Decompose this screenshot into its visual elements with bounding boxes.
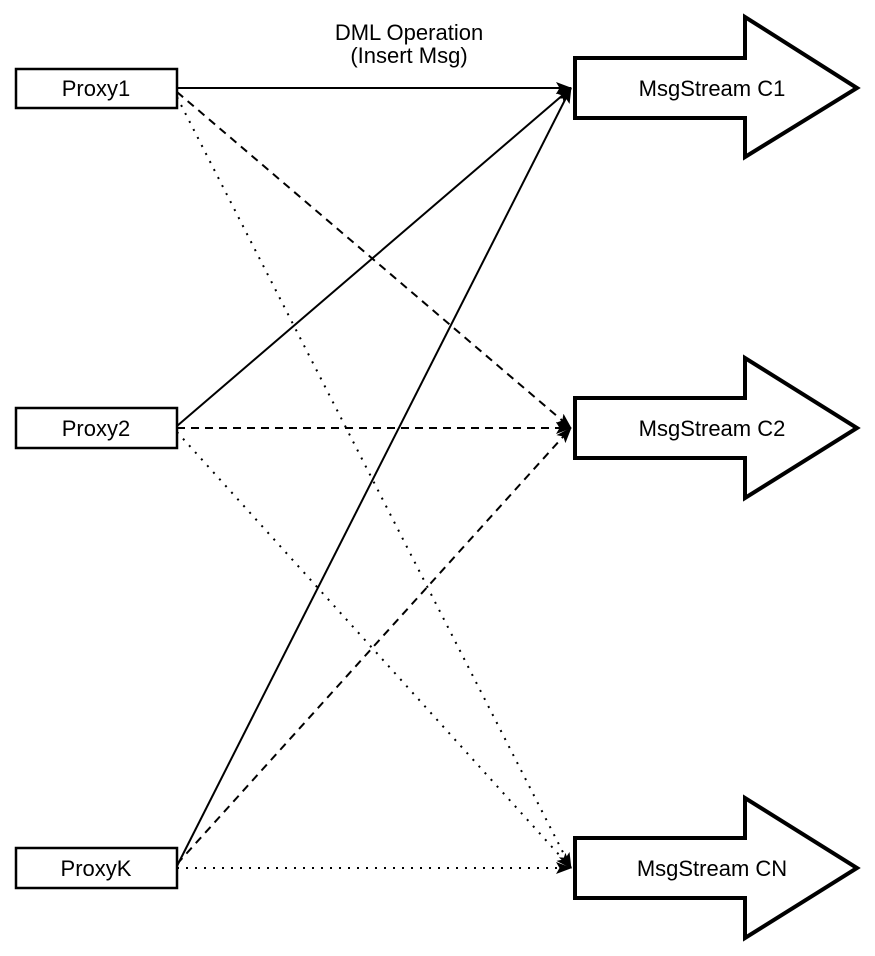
stream-label-cn: MsgStream CN xyxy=(637,856,787,881)
proxy-box-proxyk xyxy=(14,846,179,890)
stream-arrow-c2 xyxy=(573,354,861,502)
proxy-box-proxy1 xyxy=(14,67,179,110)
diagram-title-line2: (Insert Msg) xyxy=(350,43,467,68)
edge-proxy1-cn xyxy=(176,96,572,869)
stream-arrow-c1 xyxy=(573,13,861,161)
edge-proxy2-c1 xyxy=(176,87,572,427)
stream-arrow-cn xyxy=(573,794,861,942)
edge-proxy2-cn xyxy=(176,431,572,869)
proxy-label-proxy2: Proxy2 xyxy=(62,416,130,441)
proxy-label-proxyk: ProxyK xyxy=(61,856,132,881)
proxy-box-proxy2 xyxy=(14,406,179,450)
stream-label-c1: MsgStream C1 xyxy=(639,76,786,101)
edge-proxy1-c2 xyxy=(176,91,572,429)
proxy-label-proxy1: Proxy1 xyxy=(62,76,130,101)
stream-label-c2: MsgStream C2 xyxy=(639,416,786,441)
diagram-title-line1: DML Operation xyxy=(335,20,483,45)
edge-proxyk-c1 xyxy=(176,87,572,867)
edge-proxyk-c2 xyxy=(176,427,572,865)
